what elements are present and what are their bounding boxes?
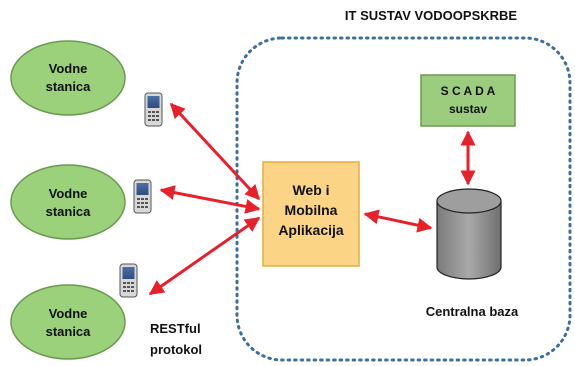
- app-label-1: Web i: [292, 182, 329, 198]
- protocol-label-1: RESTful: [150, 321, 201, 336]
- protocol-label-2: protokol: [150, 342, 202, 357]
- station-2-label-2: stanica: [46, 204, 92, 219]
- double-arrow-icon: [363, 209, 433, 233]
- station-1: Vodne stanica: [10, 40, 126, 116]
- station-3-label-2: stanica: [46, 324, 92, 339]
- web-mobile-app-box: Web i Mobilna Aplikacija: [262, 161, 360, 267]
- station-2-label-1: Vodne: [49, 186, 88, 201]
- database-label: Centralna baza: [426, 304, 519, 319]
- double-arrow-icon: [159, 185, 261, 214]
- scada-system-box: S C A D A sustav: [420, 74, 516, 127]
- database-cylinder-icon: [436, 188, 502, 280]
- station-1-label-2: stanica: [46, 79, 92, 94]
- double-arrow-icon: [169, 102, 261, 201]
- scada-label-1: S C A D A: [441, 84, 496, 98]
- mobile-phone-icon: [133, 179, 152, 214]
- diagram-title: IT SUSTAV VODOOPSKRBE: [345, 8, 517, 23]
- double-arrow-icon: [148, 216, 261, 296]
- station-3: Vodne stanica: [10, 284, 126, 360]
- station-2: Vodne stanica: [10, 164, 126, 240]
- station-1-label-1: Vodne: [49, 61, 88, 76]
- mobile-phone-icon: [144, 92, 163, 127]
- scada-label-2: sustav: [449, 102, 487, 116]
- mobile-phone-icon: [119, 263, 138, 298]
- app-label-3: Aplikacija: [278, 222, 344, 238]
- station-3-label-1: Vodne: [49, 306, 88, 321]
- app-label-2: Mobilna: [285, 202, 338, 218]
